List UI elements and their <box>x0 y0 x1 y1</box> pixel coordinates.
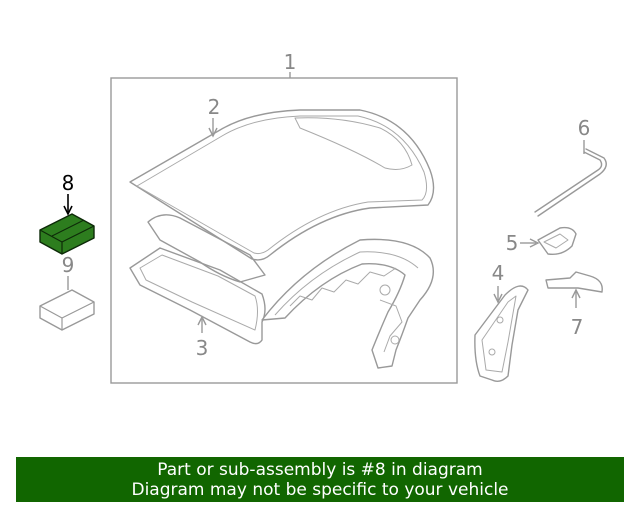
assembly-frame <box>110 77 458 384</box>
callout-6[interactable]: 6 <box>578 116 591 140</box>
leader-8-arrow <box>63 205 73 216</box>
callout-4[interactable]: 4 <box>492 261 505 285</box>
callout-9[interactable]: 9 <box>62 253 75 277</box>
roof-panel[interactable] <box>129 109 435 261</box>
info-banner: Part or sub-assembly is #8 in diagram Di… <box>16 457 624 502</box>
banner-line-part: Part or sub-assembly is #8 in diagram <box>157 460 483 480</box>
kit-box[interactable] <box>39 289 95 331</box>
callout-3[interactable]: 3 <box>196 336 209 360</box>
kit-box-highlighted[interactable] <box>39 213 95 255</box>
callout-5[interactable]: 5 <box>506 231 519 255</box>
leader-3-arrow <box>197 315 207 326</box>
callout-2[interactable]: 2 <box>208 95 221 119</box>
leader-7-arrow <box>571 288 581 299</box>
top-frame-linkage[interactable] <box>261 238 434 369</box>
pin[interactable] <box>545 271 603 293</box>
leader-2-arrow <box>208 127 218 138</box>
banner-line-disclaimer: Diagram may not be specific to your vehi… <box>131 480 509 500</box>
callout-8[interactable]: 8 <box>62 171 75 195</box>
callout-1[interactable]: 1 <box>284 50 297 74</box>
leader-4-arrow <box>493 293 503 304</box>
leader-5-arrow <box>529 238 540 248</box>
rod[interactable] <box>534 148 607 217</box>
callout-7[interactable]: 7 <box>571 315 584 339</box>
clip[interactable] <box>537 226 577 256</box>
bracket[interactable] <box>474 285 529 383</box>
weatherstrip-seal[interactable] <box>129 214 266 345</box>
